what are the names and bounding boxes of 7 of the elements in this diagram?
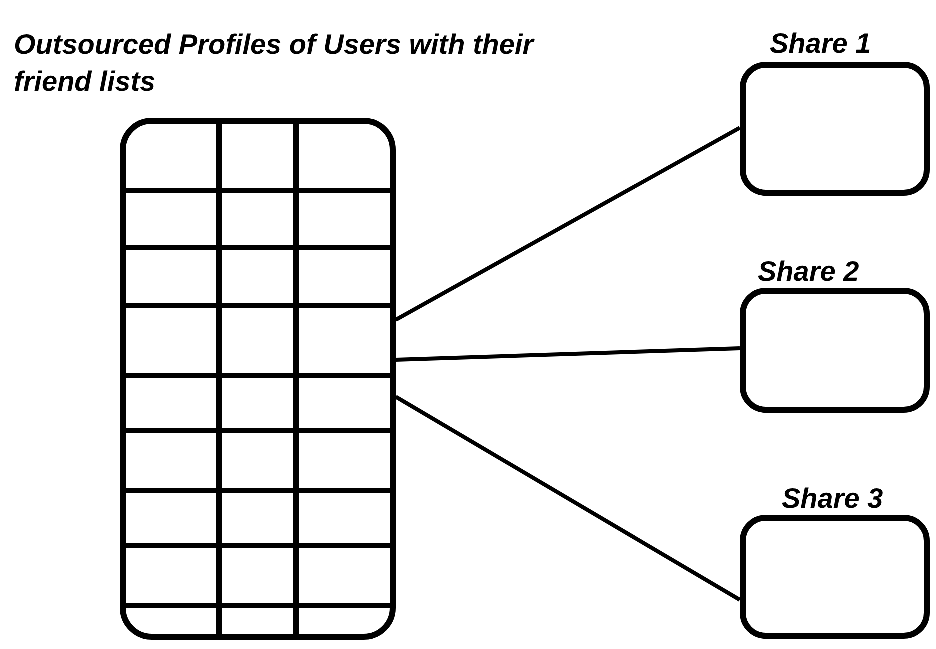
connector-line <box>394 395 742 602</box>
table-heading: Outsourced Profiles of Users with their friend lists <box>14 28 536 99</box>
share-label: Share 3 <box>782 482 884 516</box>
connector-line <box>395 126 741 322</box>
connector-line <box>396 346 740 362</box>
share-label: Share 2 <box>758 255 860 289</box>
share-label: Share 1 <box>770 27 872 61</box>
